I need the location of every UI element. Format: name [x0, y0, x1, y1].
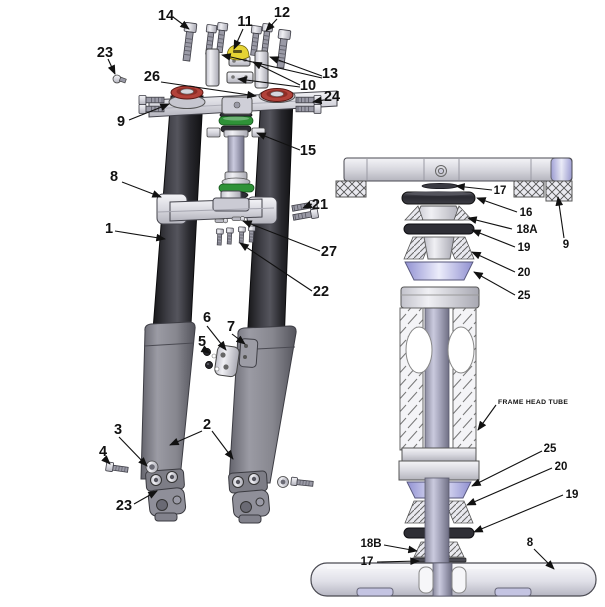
callout-11: 11 [237, 14, 252, 30]
upper-bearing-green [218, 116, 254, 126]
callout-26: 26 [144, 69, 160, 85]
upper-bearing-stack [401, 182, 476, 281]
callout-18b: 18B [360, 538, 381, 550]
race-25-top [404, 261, 474, 281]
pinch-bolt-top-right-1 [295, 95, 322, 105]
callout-18a: 18A [516, 224, 537, 236]
callout-14: 14 [158, 8, 174, 24]
guide-plate-7 [238, 338, 259, 368]
washer-17-top [421, 182, 459, 189]
callout-10: 10 [300, 78, 316, 94]
callout-23-bottom: 23 [116, 498, 132, 514]
stem-nut-left [206, 127, 221, 138]
clamp-boss-left [356, 587, 394, 597]
axle-nut-3 [145, 460, 159, 474]
callout-6: 6 [203, 310, 211, 326]
callout-22: 22 [313, 284, 329, 300]
callout-2: 2 [203, 417, 211, 433]
callout-9-right: 9 [563, 239, 569, 251]
callout-27: 27 [321, 244, 337, 260]
right-section-view [310, 157, 597, 597]
stem-section-lower [424, 477, 450, 565]
callout-24: 24 [324, 89, 340, 105]
callout-13: 13 [322, 66, 338, 82]
pinch-bolt-top-left-2 [138, 104, 165, 114]
axle-bolt-4 [105, 461, 129, 473]
bearing-20-top [403, 236, 475, 260]
bar-post-left [205, 48, 220, 87]
callout-20-top: 20 [518, 267, 531, 279]
callout-7: 7 [227, 319, 235, 335]
callout-17-top: 17 [494, 185, 507, 197]
clamp-cut-left [335, 180, 367, 198]
callout-21: 21 [312, 197, 328, 213]
bar-clamp-lower [226, 71, 254, 84]
callout-16: 16 [520, 207, 533, 219]
callout-12: 12 [274, 5, 290, 21]
callout-25-mid: 25 [544, 443, 557, 455]
callout-20-mid: 20 [555, 461, 568, 473]
bar-pad-yellow [226, 44, 250, 61]
left-exploded-view [105, 21, 338, 524]
callout-3: 3 [114, 422, 122, 438]
callout-8-right: 8 [527, 537, 534, 549]
callout-19-top: 19 [518, 242, 531, 254]
callout-5: 5 [198, 334, 206, 350]
callout-19-mid: 19 [566, 489, 579, 501]
fork-cap-right [260, 88, 294, 102]
bottom-clamp-section [310, 562, 597, 597]
small-bolt-23-top [112, 74, 127, 84]
callout-15: 15 [300, 143, 316, 159]
seal-19-top [403, 223, 475, 235]
callout-25-top: 25 [518, 290, 531, 302]
clamp-boss-right [494, 587, 532, 597]
label-frame-head-tube: FRAME HEAD TUBE [498, 399, 568, 406]
lower-triple-clamp [156, 190, 278, 225]
clamp-cut-corner [545, 180, 573, 202]
pinch-bolt-top-right-2 [295, 104, 322, 114]
steering-stem [206, 110, 266, 199]
callout-4: 4 [99, 444, 107, 460]
axle-clamp-right [228, 470, 270, 524]
callout-8-left: 8 [110, 169, 118, 185]
top-clamp-section [335, 157, 573, 202]
callouts: 14 11 12 23 26 9 10 13 24 15 8 21 1 27 2… [97, 5, 578, 568]
callout-1: 1 [105, 221, 113, 237]
pinch-bolt-top-left-1 [138, 95, 165, 105]
callout-17-bottom: 17 [361, 556, 374, 568]
frame-head-tube-section [398, 286, 480, 481]
callout-23-top: 23 [97, 45, 113, 61]
axle-clamp-left [145, 468, 187, 522]
clamp-cut-right [513, 180, 545, 198]
cable-guide-bracket [211, 344, 240, 378]
axle-hardware-right [277, 476, 314, 488]
screws-27 [214, 216, 246, 224]
leader-lines [101, 16, 565, 570]
callout-9-left: 9 [117, 114, 125, 130]
